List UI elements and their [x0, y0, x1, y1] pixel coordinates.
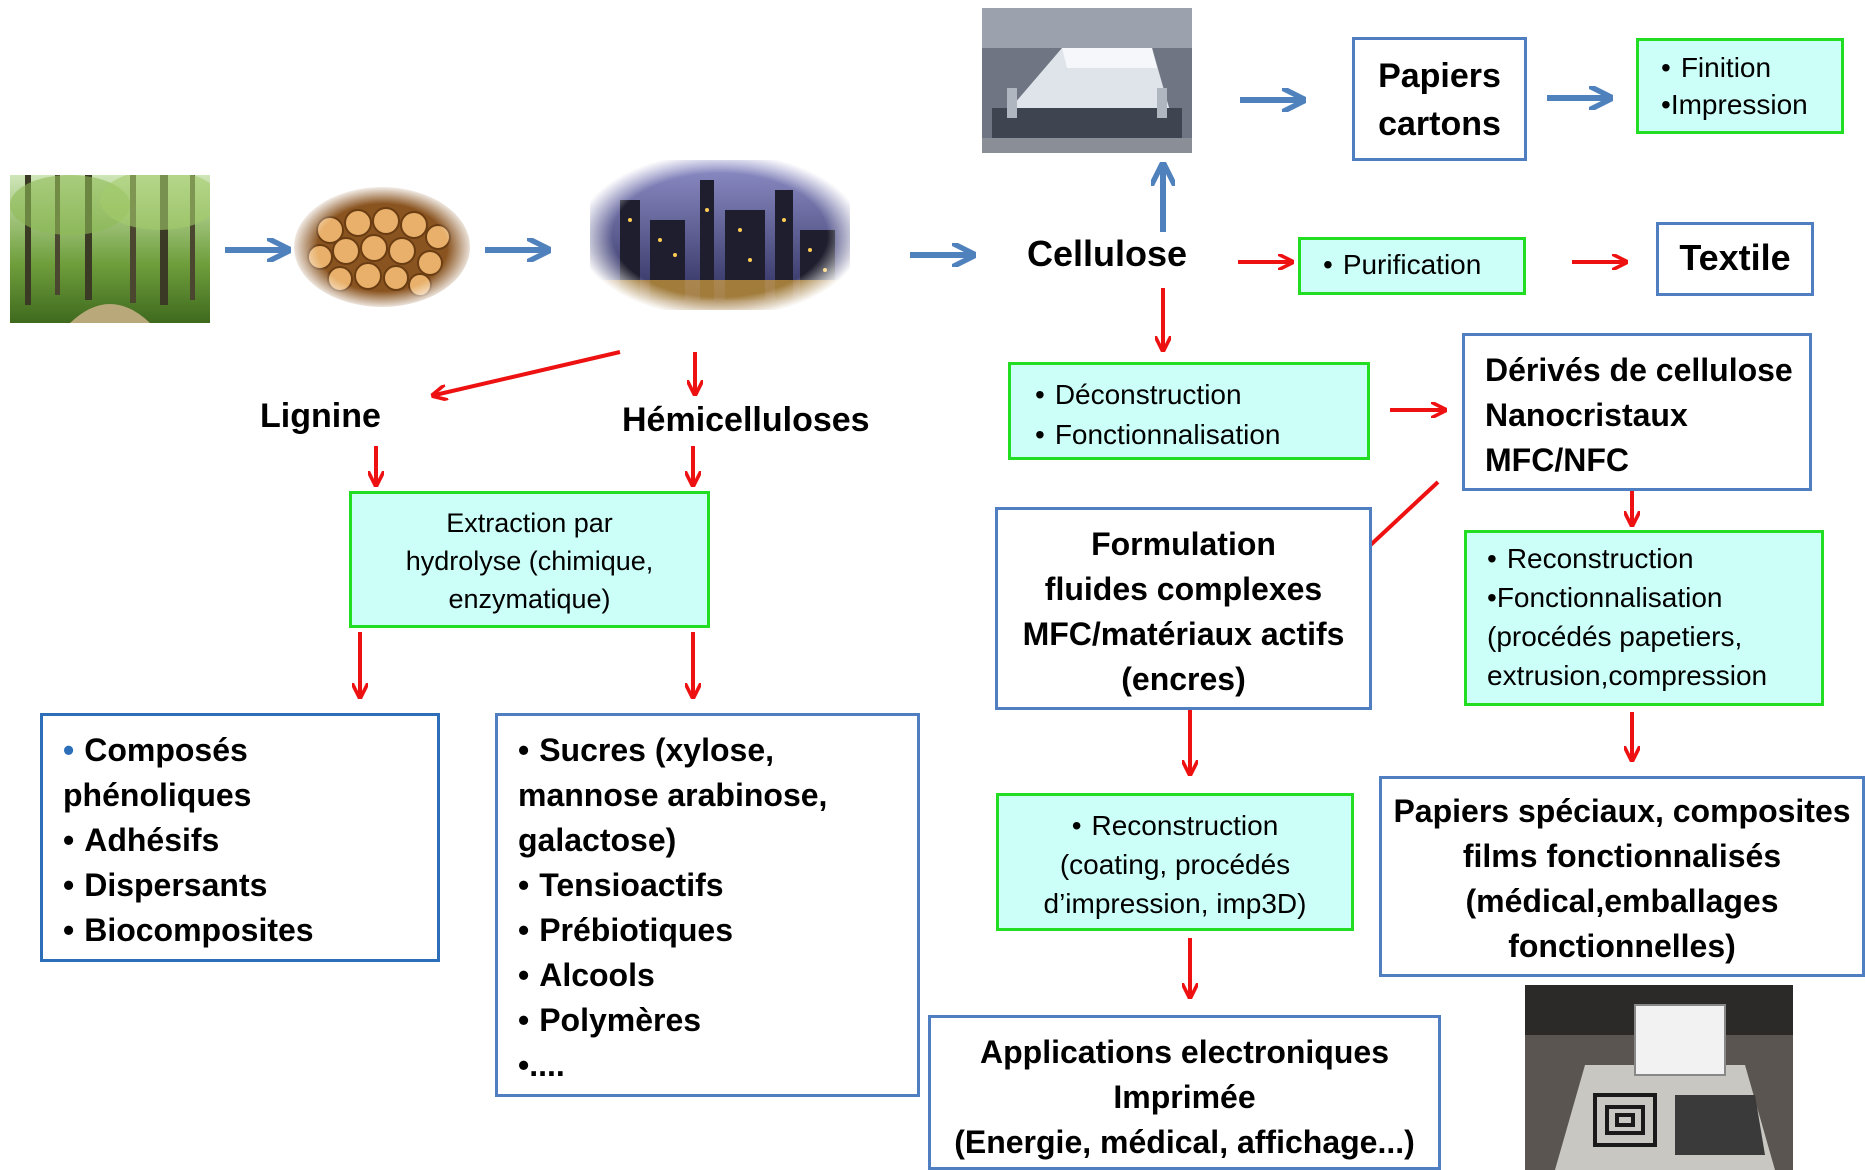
hemi-product-2: Tensioactifs	[518, 863, 917, 908]
fonctionnalisation-item: Fonctionnalisation	[1035, 415, 1367, 455]
papiers-cartons-line-2: cartons	[1378, 105, 1501, 143]
lignine-product-1: Composés	[63, 728, 437, 773]
derives-line-2: Nanocristaux	[1485, 397, 1688, 433]
formulation-line-2: fluides complexes	[1044, 571, 1323, 607]
applications-box: Applications electroniques Imprimée (Ene…	[928, 1015, 1441, 1170]
applications-line-1: Applications electroniques	[980, 1034, 1389, 1070]
purification-box: Purification	[1298, 237, 1526, 295]
papiers-speciaux-line-2: films fonctionnalisés	[1462, 838, 1782, 874]
formulation-line-4: (encres)	[1121, 661, 1246, 697]
papiers-speciaux-line-3: (médical,emballages	[1465, 883, 1779, 919]
papiers-cartons-line-1: Papiers	[1378, 57, 1501, 95]
hemi-product-1b: mannose arabinose,	[518, 777, 828, 813]
deconstruction-box: Déconstruction Fonctionnalisation	[1008, 362, 1370, 460]
printer-photo	[1525, 985, 1793, 1170]
papiers-speciaux-line-1: Papiers spéciaux, composites	[1393, 793, 1851, 829]
reconstruction-mid-box: Reconstruction (coating, procédés d’impr…	[996, 793, 1354, 931]
reconstruction-right-item: Reconstruction	[1487, 539, 1821, 578]
lignine-product-4: Biocomposites	[63, 908, 437, 953]
log-pile-photo	[290, 185, 475, 310]
arrow-refinery-lignine	[435, 350, 621, 395]
reconstruction-right-extra-2: extrusion,compression	[1487, 660, 1768, 691]
papiers-speciaux-box: Papiers spéciaux, composites films fonct…	[1379, 776, 1865, 977]
hemi-product-5: Polymères	[518, 998, 917, 1043]
hemi-product-6-text: ....	[529, 1047, 565, 1083]
reconstruction-right-extra-1: (procédés papetiers,	[1487, 621, 1743, 652]
extraction-box: Extraction par hydrolyse (chimique, enzy…	[349, 491, 710, 628]
formulation-line-1: Formulation	[1091, 526, 1276, 562]
textile-label: Textile	[1679, 237, 1791, 278]
lignine-product-3: Dispersants	[63, 863, 437, 908]
impression-item: •Impression	[1661, 89, 1808, 120]
deconstruction-item: Déconstruction	[1035, 375, 1367, 415]
hemi-product-1: Sucres (xylose,	[518, 728, 917, 773]
hemi-product-6: •....	[518, 1047, 565, 1083]
paper-machine-photo	[982, 8, 1192, 153]
lignine-label: Lignine	[260, 397, 381, 435]
reconstruction-mid-text: Reconstruction	[1072, 810, 1279, 841]
papiers-cartons-box: Papiers cartons	[1352, 37, 1527, 161]
derives-line-3: MFC/NFC	[1485, 442, 1629, 478]
finition-item: Finition	[1661, 49, 1841, 86]
lignine-products-box: Composés phénoliques Adhésifs Dispersant…	[40, 713, 440, 962]
extraction-line-2: hydrolyse (chimique,	[405, 546, 654, 576]
forest-photo	[10, 175, 210, 323]
textile-box: Textile	[1656, 222, 1814, 296]
derives-box: Dérivés de cellulose Nanocristaux MFC/NF…	[1462, 333, 1812, 491]
purification-item: Purification	[1323, 249, 1481, 280]
extraction-line-1: Extraction par	[446, 508, 613, 538]
applications-line-2: Imprimée	[1113, 1079, 1256, 1115]
derives-line-1: Dérivés de cellulose	[1485, 352, 1793, 388]
extraction-line-3: enzymatique)	[448, 584, 611, 614]
fonctionnalisation-right-text: Fonctionnalisation	[1496, 582, 1723, 613]
formulation-line-3: MFC/matériaux actifs	[1022, 616, 1345, 652]
reconstruction-mid-extra-1: (coating, procédés	[1059, 849, 1291, 880]
lignine-product-1b: phénoliques	[63, 777, 252, 813]
papiers-speciaux-line-4: fonctionnelles)	[1508, 928, 1736, 964]
reconstruction-right-box: Reconstruction •Fonctionnalisation (proc…	[1464, 530, 1824, 706]
refinery-photo	[590, 160, 850, 310]
impression-text: Impression	[1670, 89, 1808, 120]
reconstruction-mid-extra-2: d’impression, imp3D)	[1043, 888, 1307, 919]
fonctionnalisation-right-item: •Fonctionnalisation	[1487, 582, 1723, 613]
cellulose-label: Cellulose	[1027, 233, 1188, 274]
hemi-product-3: Prébiotiques	[518, 908, 917, 953]
hemi-product-1c: galactose)	[518, 822, 677, 858]
formulation-box: Formulation fluides complexes MFC/matéri…	[995, 507, 1372, 710]
hemi-product-4: Alcools	[518, 953, 917, 998]
hemi-products-box: Sucres (xylose, mannose arabinose, galac…	[495, 713, 920, 1097]
reconstruction-mid-item: Reconstruction	[999, 806, 1351, 845]
finition-box: Finition •Impression	[1636, 38, 1844, 134]
hemicelluloses-label: Hémicelluloses	[622, 401, 870, 439]
applications-line-3: (Energie, médical, affichage...)	[954, 1124, 1415, 1160]
lignine-product-2: Adhésifs	[63, 818, 437, 863]
